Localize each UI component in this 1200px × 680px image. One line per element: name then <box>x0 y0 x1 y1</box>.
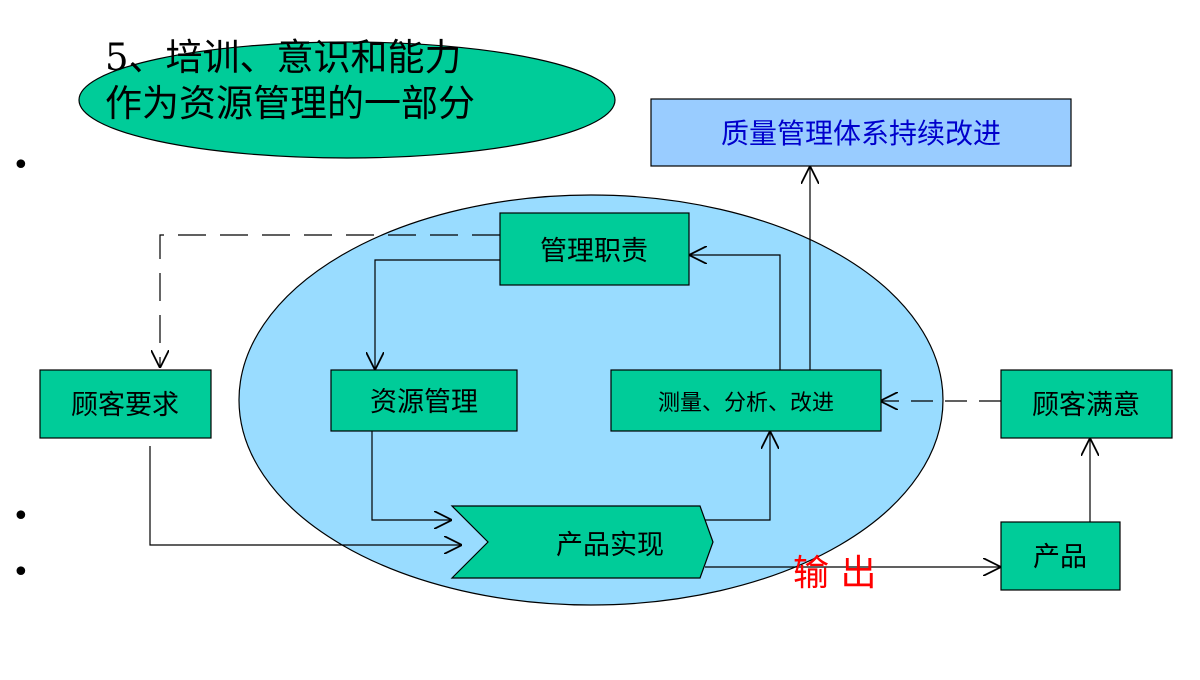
dashed-feedback-to-customer-req <box>160 234 500 368</box>
improvement-box <box>650 98 1072 167</box>
customer-requirements-box <box>39 369 212 439</box>
bullet: • <box>12 148 30 183</box>
measurement-box <box>610 369 882 432</box>
output-label: 输 出 <box>793 553 876 594</box>
title-line-2: 作为资源管理的一部分 <box>105 82 475 125</box>
connector-resource-to-realization <box>371 430 452 520</box>
connector-customer-req-to-realization <box>149 446 462 545</box>
management-label: 管理职责 <box>540 236 648 267</box>
connector-measurement-to-management <box>689 255 781 370</box>
management-box <box>499 212 690 286</box>
bullet: • <box>12 555 30 590</box>
connector-realization-to-measurement <box>705 431 770 521</box>
customer-satisfaction-label: 顾客满意 <box>1032 390 1140 421</box>
connector-management-to-resource <box>375 259 500 370</box>
resource-label: 资源管理 <box>370 387 478 418</box>
product-label: 产品 <box>1033 542 1087 573</box>
measurement-label: 测量、分析、改进 <box>658 391 834 416</box>
customer-requirements-label: 顾客要求 <box>71 390 179 421</box>
title-line-1: 5、培训、意识和能力 <box>105 36 462 79</box>
realization-label: 产品实现 <box>556 530 664 561</box>
improvement-label: 质量管理体系持续改进 <box>721 117 1001 150</box>
bullet: • <box>12 499 30 534</box>
resource-box <box>330 369 518 432</box>
realization-chevron <box>450 505 714 579</box>
title-ellipse <box>78 41 616 159</box>
customer-satisfaction-box <box>1000 369 1173 439</box>
product-box <box>1000 521 1121 591</box>
process-ellipse <box>238 194 944 606</box>
